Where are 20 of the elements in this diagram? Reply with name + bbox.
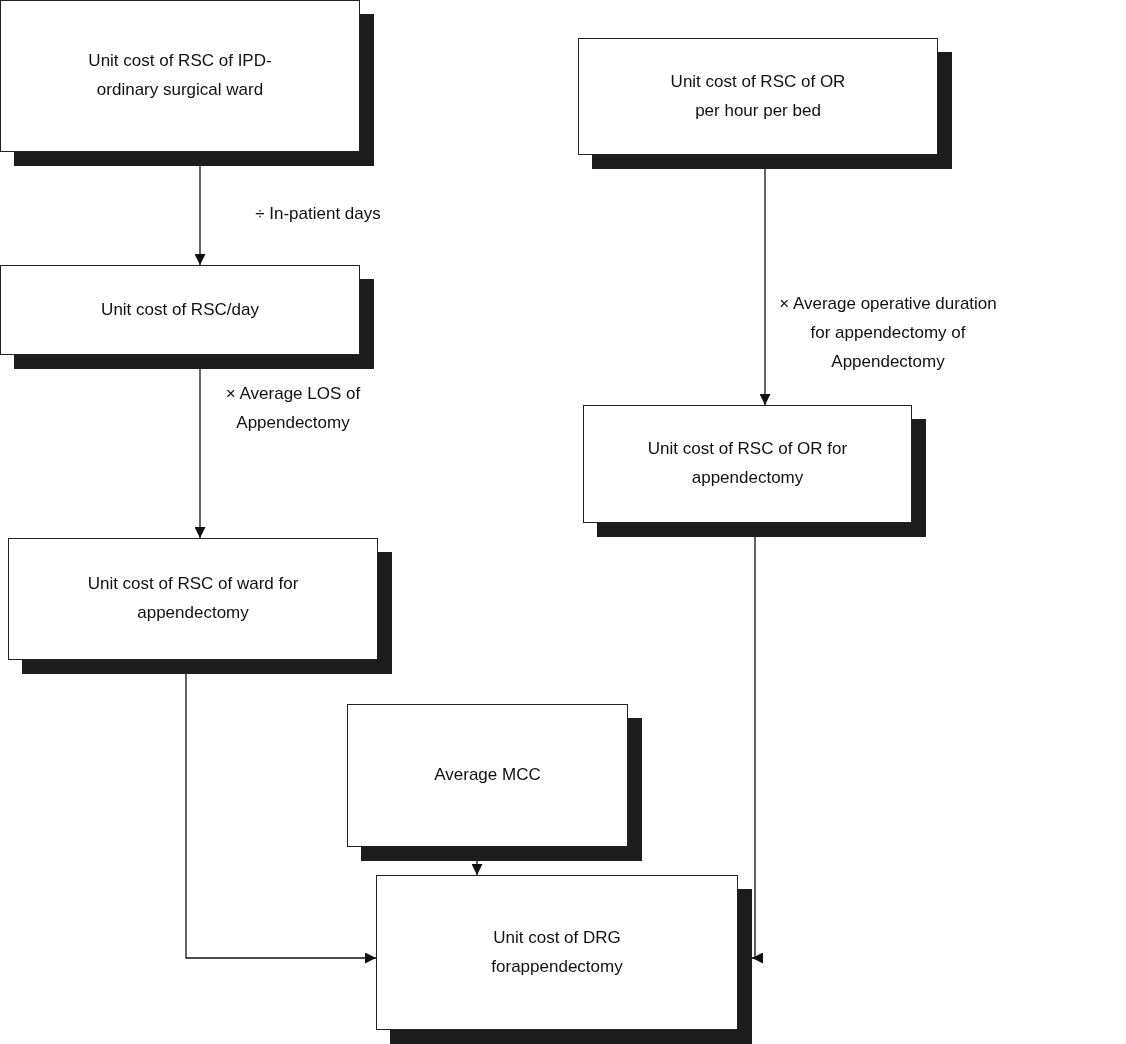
box-label: Average MCC xyxy=(434,764,541,787)
arrow xyxy=(759,168,771,406)
box-label: Unit cost of DRG forappendectomy xyxy=(490,926,624,978)
box-label: Unit cost of RSC of ward for appendectomy xyxy=(86,573,300,624)
process-box xyxy=(8,538,378,660)
process-box xyxy=(0,265,360,355)
box-label: Unit cost of RSC of IPD-ordinary surgical ward xyxy=(87,50,273,101)
process-box xyxy=(0,0,360,152)
arrow xyxy=(751,536,763,964)
box-label: Unit cost of RSC of OR for appendectomy xyxy=(646,438,849,489)
arrow xyxy=(194,165,206,266)
arrow xyxy=(194,368,206,539)
box-label: Unit cost of RSC of OR per hour per bed xyxy=(670,70,846,122)
box-label: Unit cost of RSC/day xyxy=(101,298,259,321)
process-box xyxy=(347,704,628,847)
process-box xyxy=(583,405,912,523)
arrow xyxy=(471,860,483,876)
process-box xyxy=(578,38,938,155)
arrow xyxy=(185,673,377,964)
process-box xyxy=(376,875,738,1030)
